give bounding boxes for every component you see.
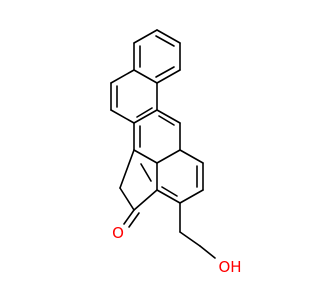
double-bond-inner bbox=[136, 107, 153, 118]
bond bbox=[133, 29, 158, 44]
bond bbox=[133, 109, 158, 124]
ring-lower-right bbox=[156, 149, 204, 204]
bond bbox=[156, 189, 181, 204]
bond bbox=[133, 69, 158, 84]
bond bbox=[110, 109, 135, 124]
bond bbox=[133, 189, 158, 211]
carbonyl-bond bbox=[123, 209, 135, 225]
bond bbox=[156, 149, 181, 164]
bond bbox=[156, 69, 181, 84]
carbonyl-oxygen-label: O bbox=[112, 224, 124, 242]
ring-top bbox=[133, 29, 181, 84]
ring-five-membered bbox=[119, 149, 158, 211]
carbonyl-bond-double bbox=[128, 212, 140, 228]
bond bbox=[199, 245, 216, 259]
bond bbox=[156, 29, 181, 44]
double-bond-inner bbox=[161, 186, 178, 197]
double-bond-inner bbox=[155, 66, 175, 78]
carbonyl-group: O bbox=[112, 209, 140, 242]
bond bbox=[179, 231, 201, 247]
double-bond-inner bbox=[140, 163, 152, 182]
bond bbox=[179, 189, 204, 204]
hydroxymethyl-group: OH bbox=[179, 202, 242, 276]
hydroxyl-label: OH bbox=[218, 258, 241, 276]
bond bbox=[179, 149, 204, 164]
structure-diagram: O OH bbox=[110, 29, 242, 276]
bond bbox=[133, 149, 158, 164]
bond bbox=[119, 149, 135, 189]
double-bond-inner bbox=[158, 115, 175, 126]
double-bond-inner bbox=[155, 35, 175, 47]
bond bbox=[156, 109, 181, 124]
molecule-canvas: O OH bbox=[110, 29, 242, 276]
bond bbox=[110, 69, 135, 84]
ring-middle bbox=[133, 109, 181, 164]
bond bbox=[119, 187, 135, 211]
ring-upper-left bbox=[110, 69, 158, 124]
